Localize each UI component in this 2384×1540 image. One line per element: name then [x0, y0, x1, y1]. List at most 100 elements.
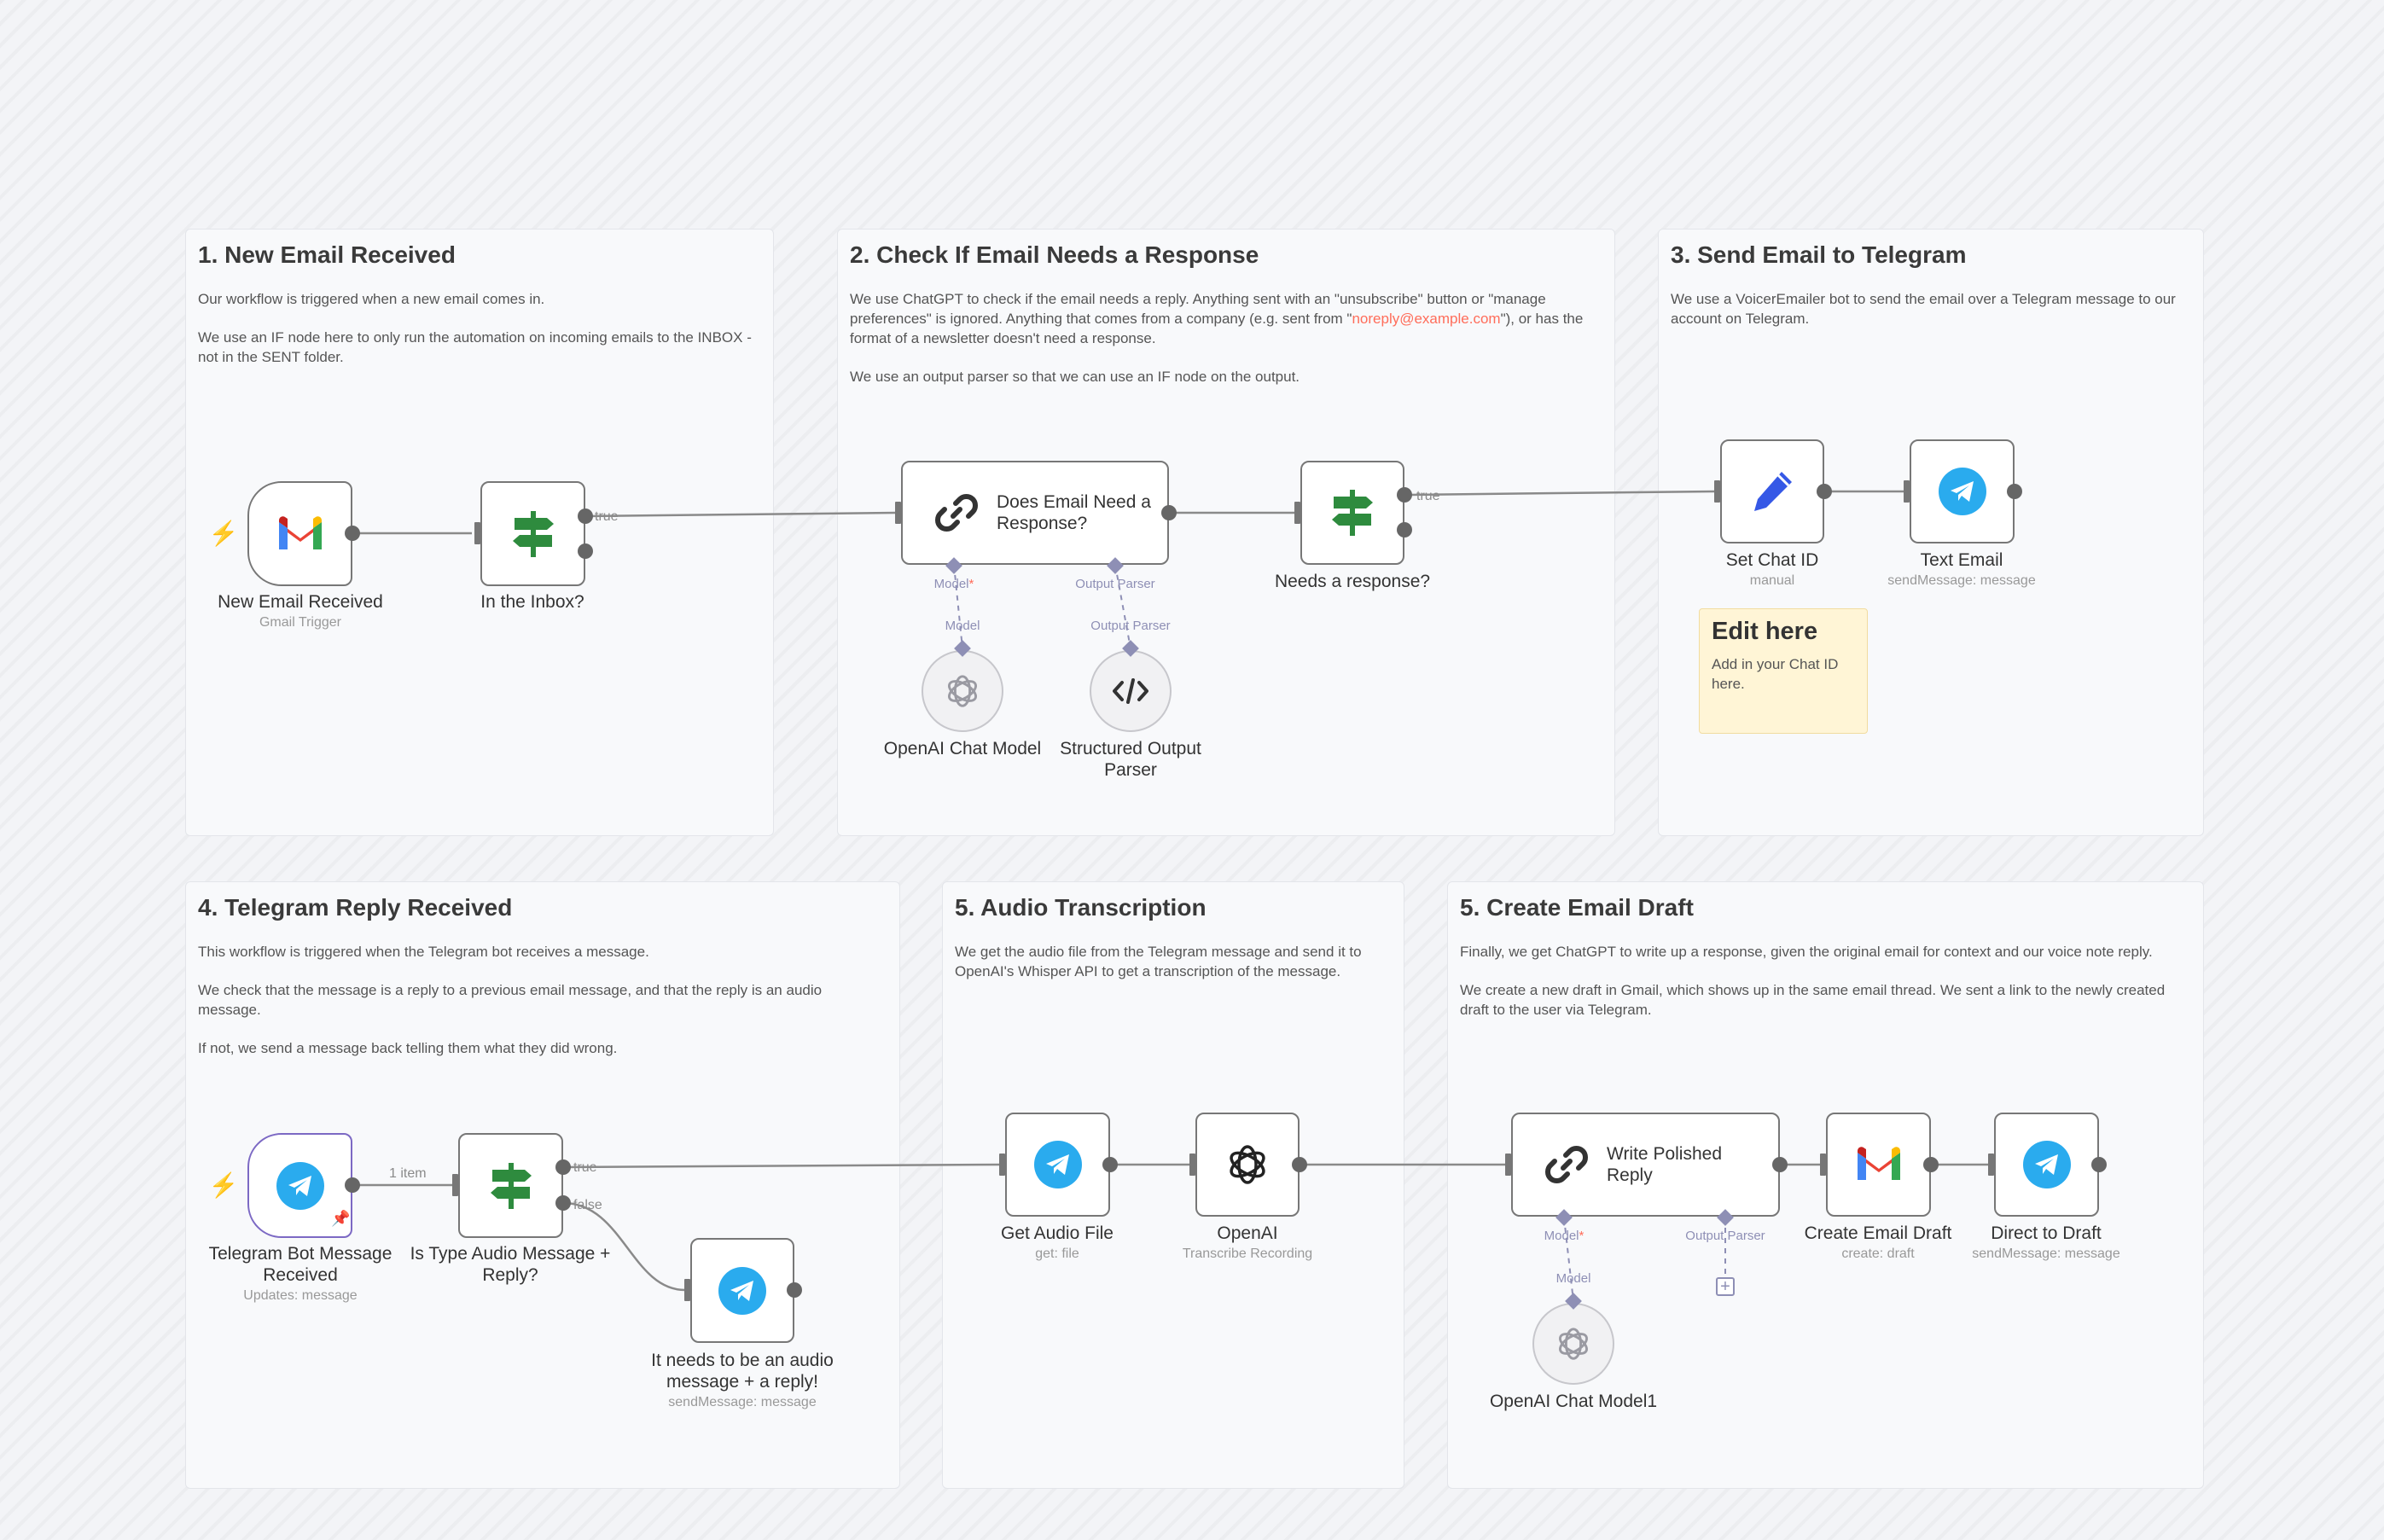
node-label: Needs a response? — [1274, 572, 1431, 591]
section-title: 4. Telegram Reply Received — [198, 894, 513, 921]
chain-link-icon — [1545, 1146, 1588, 1183]
openai-icon — [948, 675, 977, 707]
output-handle-true[interactable] — [578, 508, 593, 524]
input-handle[interactable] — [684, 1279, 690, 1301]
node-label: Direct to Draft sendMessage: message — [1972, 1223, 2120, 1261]
node-needs-audio-reply-message[interactable] — [690, 1238, 794, 1343]
node-telegram-bot-message-received[interactable] — [247, 1133, 352, 1238]
node-needs-a-response[interactable] — [1300, 461, 1404, 565]
output-handle[interactable] — [1817, 484, 1832, 499]
node-write-polished-reply[interactable]: Write Polished Reply — [1511, 1113, 1780, 1217]
input-handle[interactable] — [999, 1154, 1005, 1176]
output-handle[interactable] — [1102, 1157, 1118, 1172]
telegram-icon — [2022, 1141, 2071, 1188]
node-label: Structured Output Parser — [1060, 739, 1201, 780]
node-label: Get Audio File get: file — [1001, 1223, 1114, 1261]
input-handle[interactable] — [1820, 1154, 1826, 1176]
input-handle[interactable] — [1714, 480, 1720, 503]
node-label: Telegram Bot Message Received Updates: m… — [208, 1244, 392, 1303]
node-get-audio-file[interactable] — [1005, 1113, 1110, 1217]
node-label: OpenAI Transcribe Recording — [1182, 1223, 1313, 1261]
section-text: Finally, we get ChatGPT to write up a re… — [1460, 944, 2153, 960]
if-signpost-icon — [512, 510, 554, 557]
section-text: If not, we send a message back telling t… — [198, 1040, 618, 1056]
section-title: 5. Create Email Draft — [1460, 894, 1694, 921]
code-icon — [1113, 678, 1148, 704]
output-handle-true[interactable] — [1397, 487, 1412, 503]
input-handle[interactable] — [1988, 1154, 1994, 1176]
section-title: 2. Check If Email Needs a Response — [850, 241, 1259, 268]
pinned-data-icon[interactable]: 📌 — [331, 1210, 351, 1227]
section-text: Our workflow is triggered when a new ema… — [198, 291, 545, 307]
output-handle-false[interactable] — [555, 1195, 571, 1211]
output-handle[interactable] — [1292, 1157, 1307, 1172]
openai-icon — [1230, 1145, 1265, 1184]
node-is-type-audio-message-reply[interactable] — [458, 1133, 563, 1238]
openai-icon — [1559, 1328, 1588, 1360]
output-handle-true[interactable] — [555, 1159, 571, 1175]
output-handle[interactable] — [2007, 484, 2022, 499]
trigger-bolt-icon: ⚡ — [208, 1171, 239, 1199]
port-label-model: Model — [1555, 1271, 1591, 1286]
output-handle[interactable] — [1161, 505, 1177, 520]
node-openai-chat-model[interactable] — [922, 650, 1003, 732]
email-link[interactable]: noreply@example.com — [1352, 311, 1501, 327]
section-text: We use a VoicerEmailer bot to send the e… — [1671, 291, 2176, 327]
node-label: It needs to be an audio message + a repl… — [651, 1351, 834, 1409]
telegram-icon — [1938, 468, 1986, 515]
node-create-email-draft[interactable] — [1826, 1113, 1931, 1217]
section-title: 5. Audio Transcription — [955, 894, 1207, 921]
telegram-icon — [1033, 1141, 1082, 1188]
output-handle[interactable] — [345, 1177, 360, 1193]
input-handle[interactable] — [1294, 502, 1300, 524]
section-text: This workflow is triggered when the Tele… — [198, 944, 649, 960]
add-output-parser-button[interactable]: + — [1716, 1277, 1735, 1296]
port-label-model: Model — [945, 619, 980, 633]
output-handle[interactable] — [1923, 1157, 1939, 1172]
gmail-icon — [278, 515, 322, 549]
port-label-output-parser: Output Parser — [1685, 1229, 1765, 1243]
node-openai-chat-model1[interactable] — [1532, 1303, 1614, 1385]
output-handle-false[interactable] — [578, 543, 593, 559]
output-handle[interactable] — [787, 1282, 802, 1298]
edit-here-note[interactable]: Edit here Add in your Chat ID here. — [1699, 608, 1868, 734]
node-label: New Email Received Gmail Trigger — [218, 592, 383, 630]
node-structured-output-parser[interactable] — [1090, 650, 1172, 732]
input-handle[interactable] — [1904, 480, 1910, 503]
node-label: OpenAI Chat Model — [883, 739, 1042, 758]
section-text: We check that the message is a reply to … — [198, 982, 823, 1018]
node-title: Does Email Need a Response? — [997, 492, 1151, 533]
section-title: 3. Send Email to Telegram — [1671, 241, 1967, 268]
trigger-bolt-icon: ⚡ — [208, 520, 239, 547]
node-new-email-received[interactable] — [247, 481, 352, 586]
if-signpost-icon — [490, 1162, 532, 1209]
port-label-model: Model* — [1544, 1229, 1584, 1243]
if-signpost-icon — [1332, 490, 1373, 536]
node-in-the-inbox[interactable] — [480, 481, 585, 586]
section-text: We create a new draft in Gmail, which sh… — [1460, 982, 2166, 1018]
output-handle[interactable] — [2091, 1157, 2107, 1172]
input-handle[interactable] — [895, 502, 901, 524]
note-body: Add in your Chat ID here. — [1712, 656, 1839, 692]
output-handle-false[interactable] — [1397, 522, 1412, 538]
output-handle[interactable] — [1772, 1157, 1788, 1172]
section-text: We use ChatGPT to check if the email nee… — [850, 291, 1584, 346]
input-handle[interactable] — [1189, 1154, 1195, 1176]
node-set-chat-id[interactable] — [1720, 439, 1824, 543]
input-handle[interactable] — [452, 1174, 458, 1196]
node-label: Text Email sendMessage: message — [1887, 550, 2036, 588]
node-label: In the Inbox? — [480, 592, 584, 612]
port-label-output-parser: Output Parser — [1090, 619, 1171, 633]
node-openai-transcribe[interactable] — [1195, 1113, 1300, 1217]
node-does-email-need-response[interactable]: Does Email Need a Response? — [901, 461, 1169, 565]
node-text-email[interactable] — [1910, 439, 2015, 543]
node-label: Create Email Draft create: draft — [1804, 1223, 1952, 1261]
telegram-icon — [276, 1161, 324, 1210]
section-text: We get the audio file from the Telegram … — [955, 944, 1362, 979]
node-direct-to-draft[interactable] — [1994, 1113, 2099, 1217]
section-text: We use an IF node here to only run the a… — [198, 329, 752, 365]
input-handle[interactable] — [1505, 1154, 1511, 1176]
section-text: We use an output parser so that we can u… — [850, 369, 1300, 385]
input-handle[interactable] — [474, 522, 480, 544]
output-handle[interactable] — [345, 526, 360, 541]
